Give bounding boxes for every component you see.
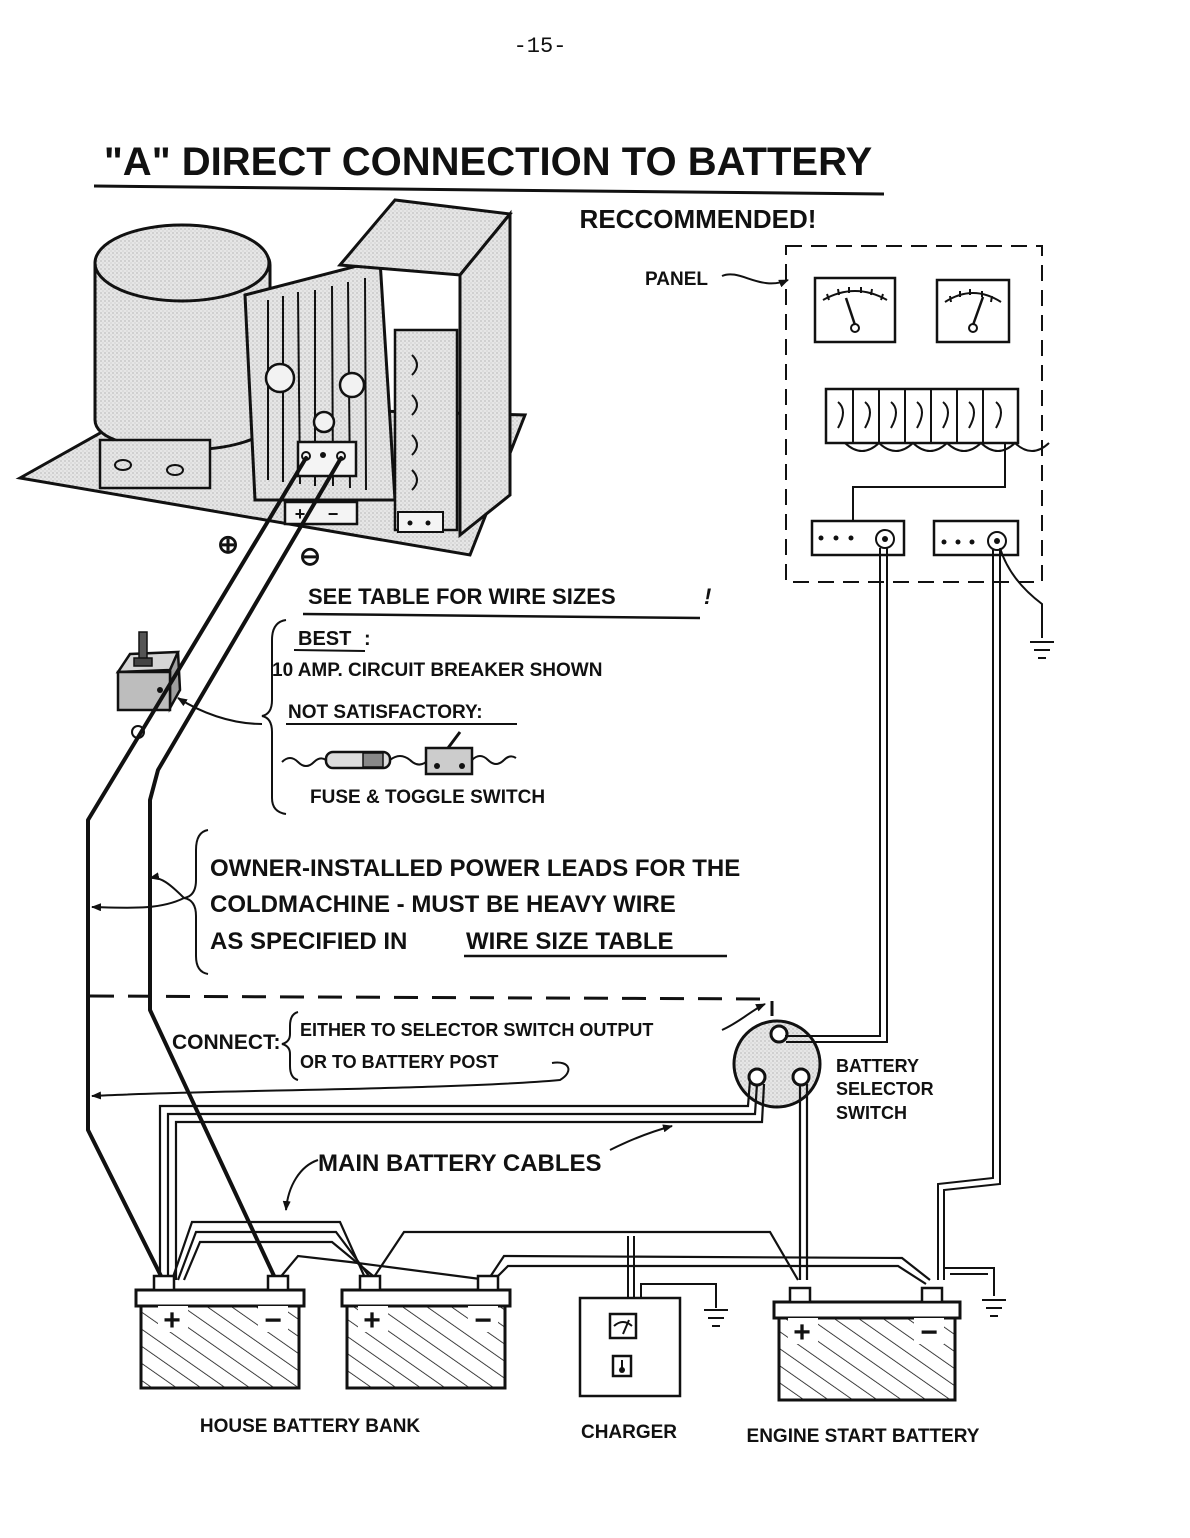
house-battery-2: + − [340, 1274, 512, 1390]
power-leads-line2: COLDMACHINE - MUST BE HEAVY WIRE [210, 891, 676, 918]
page-title: "A" DIRECT CONNECTION TO BATTERY [104, 140, 873, 184]
recommended-note: RECCOMMENDED! [580, 204, 817, 234]
power-leads-line1: OWNER-INSTALLED POWER LEADS FOR THE [210, 855, 740, 882]
house-battery-2-minus: − [474, 1304, 492, 1337]
best-bracket [261, 619, 287, 815]
wire-size-table-ref: WIRE SIZE TABLE [466, 928, 674, 955]
main-battery-cables [158, 1079, 995, 1308]
wire-size-note-mark: ! [704, 584, 711, 609]
title-underline [93, 184, 885, 196]
power-leads [86, 456, 343, 1280]
page-number: -15- [514, 34, 567, 59]
best-detail: 10 AMP. CIRCUIT BREAKER SHOWN [272, 660, 602, 681]
selector-label-line3: SWITCH [836, 1103, 907, 1123]
engine-battery-minus: − [920, 1316, 938, 1349]
main-battery-cables-label: MAIN BATTERY CABLES [318, 1150, 602, 1177]
positive-symbol: ⊕ [217, 529, 239, 559]
connect-option-selector: EITHER TO SELECTOR SWITCH OUTPUT [300, 1020, 653, 1040]
circuit-breaker [115, 631, 182, 739]
selector-label-line2: SELECTOR [836, 1079, 934, 1099]
best-colon: : [364, 628, 371, 650]
panel-meters [813, 276, 1011, 344]
selector-label-line1: BATTERY [836, 1056, 919, 1076]
not-satisfactory-label: NOT SATISFACTORY: [288, 702, 483, 723]
engine-start-battery-label: ENGINE START BATTERY [747, 1426, 980, 1447]
connect-label: CONNECT: [172, 1031, 281, 1054]
engine-battery-plus: + [793, 1316, 811, 1349]
panel-label: PANEL [645, 269, 708, 290]
fuse-toggle-label: FUSE & TOGGLE SWITCH [310, 787, 545, 808]
house-battery-bank-label: HOUSE BATTERY BANK [200, 1416, 421, 1437]
alternate-connection [89, 994, 774, 1016]
wire-size-note: SEE TABLE FOR WIRE SIZES [308, 584, 616, 609]
best-label: BEST [298, 628, 351, 650]
coldmachine-terminal-minus: − [328, 504, 339, 524]
charger-ground-symbol [704, 1309, 728, 1327]
panel-busbars [810, 519, 1020, 557]
house-battery-1-plus: + [163, 1304, 181, 1337]
panel-ground-symbol [999, 547, 1054, 659]
negative-symbol: ⊖ [299, 541, 321, 571]
fuse-and-toggle-sketch [281, 731, 517, 776]
charger-label: CHARGER [581, 1422, 677, 1443]
charger [578, 1296, 682, 1398]
power-leads-line3: AS SPECIFIED IN [210, 928, 407, 955]
connect-option-battery: OR TO BATTERY POST [300, 1052, 498, 1072]
panel-breakers [824, 387, 1050, 522]
coldmachine-unit: + − [15, 198, 528, 557]
power-leads-bracket [183, 829, 209, 975]
panel-feed-wires [785, 548, 1001, 1280]
engine-ground-symbol [982, 1299, 1006, 1317]
house-battery-1-minus: − [264, 1304, 282, 1337]
house-battery-1: + − [134, 1274, 306, 1390]
breaker-pointer [177, 697, 263, 725]
coldmachine-terminal-plus: + [295, 504, 306, 524]
house-battery-2-plus: + [363, 1304, 381, 1337]
panel-outline [785, 245, 1043, 583]
engine-start-battery: + − [772, 1286, 962, 1402]
